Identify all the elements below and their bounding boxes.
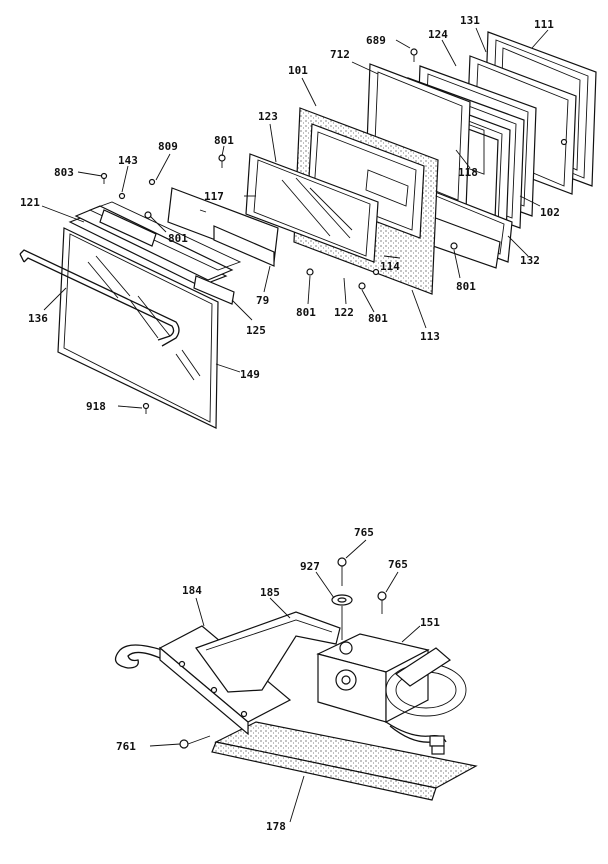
- label-712: 712: [330, 48, 350, 61]
- label-118: 118: [458, 166, 478, 179]
- hinge-fasteners: [179, 557, 387, 749]
- label-801-right: 801: [456, 280, 476, 293]
- label-101: 101: [288, 64, 308, 77]
- label-124: 124: [428, 28, 448, 41]
- label-927: 927: [300, 560, 320, 573]
- label-113: 113: [420, 330, 440, 343]
- part-185-lever: [195, 611, 341, 693]
- label-111: 111: [534, 18, 554, 31]
- label-761: 761: [116, 740, 136, 753]
- label-125: 125: [246, 324, 266, 337]
- part-123-glass: [245, 153, 379, 263]
- label-131: 131: [460, 14, 480, 27]
- label-122: 122: [334, 306, 354, 319]
- part-121-door-rim: [68, 201, 242, 305]
- label-801-upper: 801: [214, 134, 234, 147]
- door-assembly: 111 131 124 689 712 101 123 118 102 132 …: [19, 14, 597, 429]
- label-149: 149: [240, 368, 260, 381]
- part-136-handle: [19, 249, 180, 347]
- part-79-shield: [167, 187, 279, 267]
- label-918: 918: [86, 400, 106, 413]
- label-184: 184: [182, 584, 202, 597]
- label-801-left: 801: [168, 232, 188, 245]
- label-143: 143: [118, 154, 138, 167]
- hinge-leader-lines: [149, 539, 421, 823]
- label-121: 121: [20, 196, 40, 209]
- label-151: 151: [420, 616, 440, 629]
- label-117: 117: [204, 190, 224, 203]
- part-149-outer-door: [57, 227, 219, 429]
- label-803: 803: [54, 166, 74, 179]
- part-151-latch-housing: [316, 633, 467, 723]
- door-leader-lines: [41, 27, 549, 409]
- label-185: 185: [260, 586, 280, 599]
- label-801-lower-right: 801: [368, 312, 388, 325]
- label-102: 102: [540, 206, 560, 219]
- label-123: 123: [258, 110, 278, 123]
- wire-harness: [385, 721, 447, 755]
- label-136: 136: [28, 312, 48, 325]
- label-765-right: 765: [388, 558, 408, 571]
- label-178: 178: [266, 820, 286, 833]
- label-114: 114: [380, 260, 400, 273]
- part-178-base-plate: [211, 721, 478, 801]
- label-79: 79: [256, 294, 269, 307]
- label-809: 809: [158, 140, 178, 153]
- label-801-lower-left: 801: [296, 306, 316, 319]
- hinge-assembly: 765 927 765 184 185 151 761 178: [114, 526, 478, 833]
- label-765-top: 765: [354, 526, 374, 539]
- label-132: 132: [520, 254, 540, 267]
- label-689: 689: [366, 34, 386, 47]
